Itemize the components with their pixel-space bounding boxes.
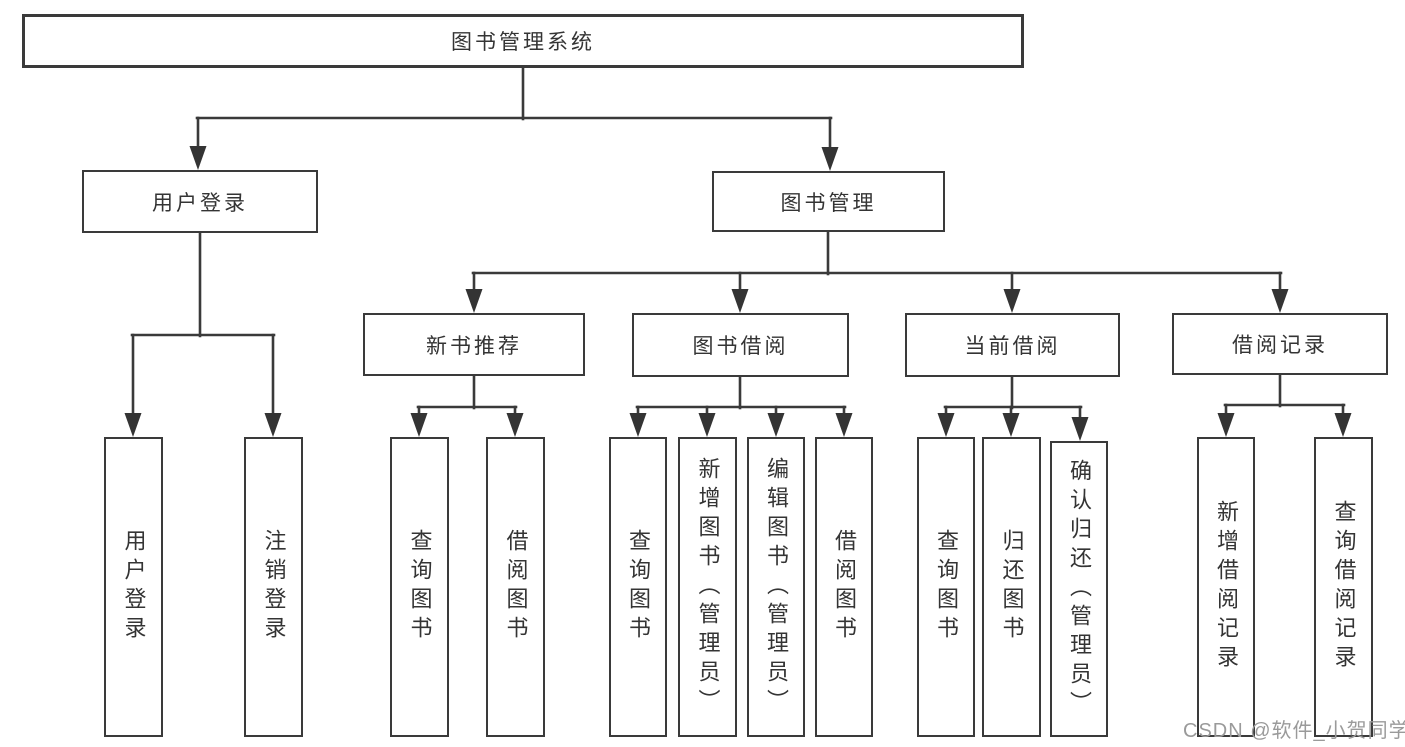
leaf-query-borrow-record-label: 查询借阅记录 [1331,500,1357,674]
node-library-system: 图书管理系统 [22,14,1024,68]
node-book-borrowing-label: 图书借阅 [692,335,789,358]
node-book-management-label: 图书管理 [780,191,877,215]
leaf-query-books-borrow-label: 查询图书 [626,529,651,645]
leaf-logout: 注销登录 [244,437,303,737]
node-current-borrowing-label: 当前借阅 [964,335,1061,358]
leaf-return-book-label: 归还图书 [999,529,1025,645]
leaf-confirm-return-admin: 确认归还（管理员） [1050,441,1108,737]
leaf-add-borrow-record-label: 新增借阅记录 [1214,500,1239,674]
leaf-add-book-admin-label: 新增图书（管理员） [695,456,721,718]
leaf-query-borrow-record: 查询借阅记录 [1314,437,1373,737]
leaf-borrow-books-recommend-label: 借阅图书 [503,529,529,645]
leaf-query-books-recommend-label: 查询图书 [407,529,433,645]
leaf-borrow-books-recommend: 借阅图书 [486,437,545,737]
leaf-user-login-label: 用户登录 [121,529,147,645]
leaf-add-borrow-record: 新增借阅记录 [1197,437,1255,737]
leaf-logout-label: 注销登录 [261,529,287,645]
csdn-watermark: CSDN @软件_小贺同学 [1183,720,1405,742]
node-current-borrowing: 当前借阅 [905,313,1120,377]
node-book-management: 图书管理 [712,171,945,232]
node-user-login-label: 用户登录 [152,191,248,215]
leaf-confirm-return-admin-label: 确认归还（管理员） [1067,458,1092,720]
leaf-add-book-admin: 新增图书（管理员） [678,437,737,737]
node-borrowing-records-label: 借阅记录 [1232,334,1328,357]
leaf-borrow-books-label: 借阅图书 [832,529,857,645]
node-user-login: 用户登录 [82,170,318,233]
leaf-edit-book-admin-label: 编辑图书（管理员） [764,456,789,718]
leaf-borrow-books: 借阅图书 [815,437,873,737]
leaf-user-login: 用户登录 [104,437,163,737]
node-new-book-recommend: 新书推荐 [363,313,585,376]
leaf-query-books-current: 查询图书 [917,437,975,737]
node-borrowing-records: 借阅记录 [1172,313,1388,375]
leaf-return-book: 归还图书 [982,437,1041,737]
node-book-borrowing: 图书借阅 [632,313,849,377]
leaf-query-books-current-label: 查询图书 [934,529,959,645]
node-library-system-label: 图书管理系统 [451,31,595,54]
node-new-book-recommend-label: 新书推荐 [426,334,522,358]
leaf-query-books-recommend: 查询图书 [390,437,449,737]
leaf-query-books-borrow: 查询图书 [609,437,667,737]
leaf-edit-book-admin: 编辑图书（管理员） [747,437,805,737]
